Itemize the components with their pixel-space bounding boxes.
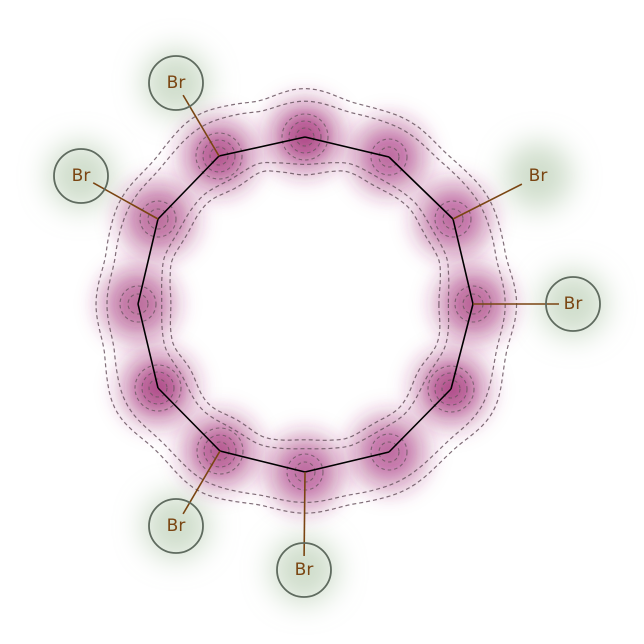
- ring-bond: [388, 388, 452, 453]
- ring-bond: [219, 450, 306, 473]
- ring-bond: [218, 136, 306, 157]
- negative-density-lobe: [539, 270, 607, 338]
- substituent-bond: [182, 94, 220, 157]
- atom-contour: [370, 138, 408, 176]
- atom-contour: [427, 365, 475, 413]
- atom-contour: [195, 132, 243, 180]
- atom-contour: [434, 200, 472, 238]
- atom-contour: [209, 146, 229, 166]
- atom-highlights: [53, 55, 601, 598]
- atom-contour: [281, 113, 329, 161]
- atom-contour: [139, 200, 177, 238]
- atom-highlight-circle: [545, 276, 601, 332]
- atom-contour: [148, 378, 168, 398]
- atom-contour: [295, 127, 315, 147]
- atom-contour: [141, 371, 175, 405]
- atom-contour: [203, 434, 237, 468]
- ring-bond: [157, 155, 220, 220]
- atom-label-br: Br: [564, 294, 583, 314]
- atom-highlight-circle: [276, 542, 332, 598]
- atom-contour: [202, 139, 236, 173]
- atom-contour: [210, 441, 230, 461]
- atom-contour: [119, 285, 157, 323]
- ring-bond: [137, 218, 159, 305]
- atom-label-br: Br: [167, 516, 186, 536]
- negative-density-lobe: [270, 536, 338, 604]
- atom-label-br: Br: [72, 166, 91, 186]
- negative-density-layer: [47, 49, 607, 604]
- atom-contour: [134, 364, 182, 412]
- atom-contour: [127, 293, 149, 315]
- atom-contour: [196, 427, 244, 475]
- atom-label-br: Br: [295, 560, 314, 580]
- negative-density-lobe: [504, 142, 572, 210]
- atom-highlight-circle: [148, 498, 204, 554]
- ring-bond: [388, 156, 454, 220]
- atom-contour: [378, 146, 400, 168]
- atom-contour: [370, 433, 408, 471]
- atom-contour: [442, 208, 464, 230]
- substituent-bond: [303, 471, 306, 557]
- ring-bond: [452, 218, 474, 305]
- atom-highlight-circle: [53, 148, 109, 204]
- ring-bond: [304, 136, 390, 158]
- density-contour: [169, 170, 442, 441]
- negative-density-lobe: [47, 142, 115, 210]
- atom-contour: [434, 372, 468, 406]
- atom-highlight-circle: [148, 55, 204, 111]
- atom-contour: [378, 441, 400, 463]
- density-contour: [95, 87, 518, 514]
- negative-density-lobe: [142, 492, 210, 560]
- substituent-bond: [452, 183, 523, 220]
- negative-density-lobe: [142, 49, 210, 117]
- atom-contour: [288, 120, 322, 154]
- atom-label-br: Br: [167, 73, 186, 93]
- atom-contour: [147, 208, 169, 230]
- density-contours: [95, 87, 518, 514]
- density-contour: [106, 100, 506, 504]
- atom-contour: [441, 379, 461, 399]
- ring-bond: [450, 303, 474, 390]
- atom-label-br: Br: [529, 166, 548, 186]
- ring-bond: [157, 387, 221, 452]
- ring-bond: [304, 451, 390, 473]
- ring-bond: [137, 303, 159, 389]
